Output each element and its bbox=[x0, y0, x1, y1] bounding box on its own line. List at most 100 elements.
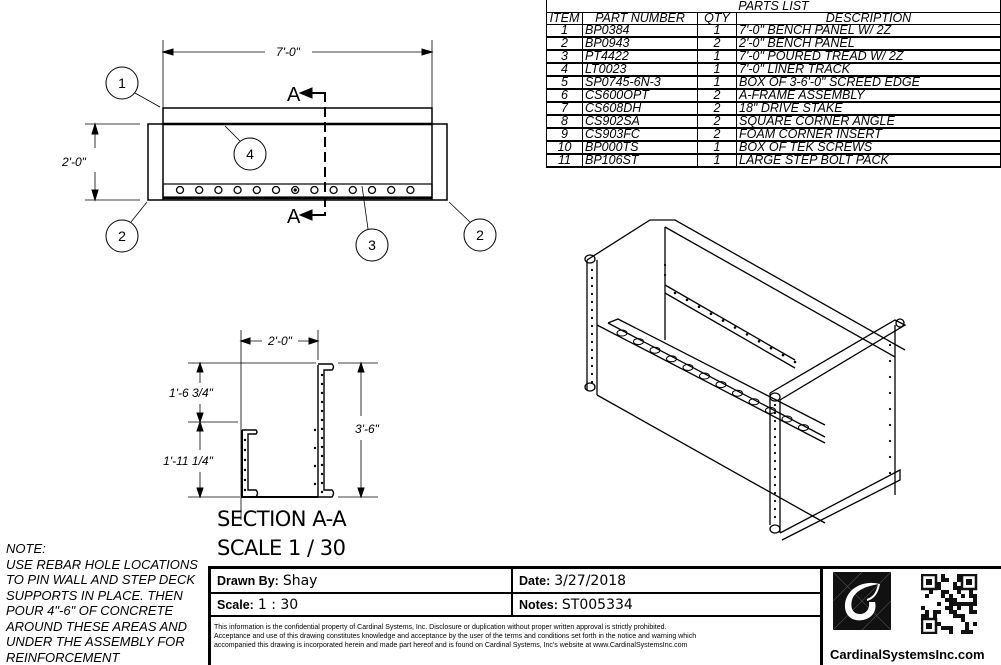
step-top-edge bbox=[596, 324, 826, 444]
qr-module bbox=[937, 610, 941, 614]
screw-dot bbox=[773, 483, 777, 487]
screw-dot bbox=[320, 472, 324, 476]
qr-module bbox=[969, 606, 973, 610]
qr-module bbox=[945, 598, 949, 602]
screw-dot bbox=[773, 507, 777, 511]
qr-module bbox=[961, 630, 965, 634]
leader-line bbox=[134, 92, 161, 108]
drawn-by-cell: Drawn By: Shay bbox=[211, 569, 513, 594]
tread-rebar-hole bbox=[732, 389, 743, 397]
qty-cell: 2 bbox=[697, 101, 737, 116]
qr-module bbox=[969, 610, 973, 614]
qr-finder-center bbox=[966, 579, 972, 585]
confidentiality-disclaimer: This information is the confidential pro… bbox=[214, 623, 814, 650]
screw-dot bbox=[313, 446, 317, 450]
screw-dot bbox=[773, 491, 777, 495]
qr-module bbox=[957, 574, 961, 578]
qr-module bbox=[953, 598, 957, 602]
width-dimension-label: 7'-0" bbox=[276, 45, 301, 59]
depth-dimension-label: 2'-0" bbox=[61, 155, 87, 169]
qr-module bbox=[933, 610, 937, 614]
leader-line bbox=[224, 125, 241, 142]
arrowhead bbox=[196, 420, 204, 432]
qr-module bbox=[961, 602, 965, 606]
arrowhead bbox=[421, 48, 434, 56]
qr-finder bbox=[921, 574, 938, 591]
balloon-3 bbox=[355, 228, 389, 262]
qr-module bbox=[961, 618, 965, 622]
description-cell: SQUARE CORNER ANGLE bbox=[736, 114, 1001, 129]
qr-module bbox=[949, 594, 953, 598]
qr-module bbox=[969, 630, 973, 634]
qr-module bbox=[937, 586, 941, 590]
liner-track-bolt bbox=[733, 326, 737, 329]
qr-module bbox=[945, 626, 949, 630]
date-cell: Date: 3/27/2018 bbox=[513, 569, 820, 594]
arrowhead bbox=[196, 412, 204, 424]
screw-dot bbox=[590, 268, 594, 272]
qr-module bbox=[957, 602, 961, 606]
screw-dot bbox=[320, 463, 324, 467]
section-view-drawing: 1'-6 3/4" 1'-11 1/4" 3'-6" 2'-0" bbox=[163, 330, 380, 520]
qr-module bbox=[961, 614, 965, 618]
qr-module bbox=[941, 594, 945, 598]
qr-module bbox=[945, 578, 949, 582]
screw-dot bbox=[773, 475, 777, 479]
screw-dot bbox=[590, 364, 594, 368]
logo-panel bbox=[820, 566, 1001, 665]
screw-dot bbox=[243, 458, 247, 462]
qr-module bbox=[953, 610, 957, 614]
screw-dot bbox=[320, 454, 324, 458]
rebar-hole bbox=[329, 185, 338, 195]
section-scale: SCALE 1 / 30 bbox=[217, 536, 346, 560]
section-width-dimension-label: 2'-0" bbox=[267, 334, 293, 348]
disclaimer-line: accompanied this drawing is incorporated… bbox=[214, 642, 688, 649]
rebar-hole bbox=[252, 185, 261, 195]
liner-track-bolt bbox=[697, 305, 701, 309]
section-arrowhead bbox=[298, 209, 313, 221]
qty-cell: 2 bbox=[697, 36, 737, 51]
screw-dot bbox=[320, 445, 324, 449]
qr-module bbox=[965, 622, 969, 626]
qr-module bbox=[965, 602, 969, 606]
arrowhead bbox=[161, 48, 174, 56]
qr-module bbox=[925, 614, 929, 618]
note-line: TO PIN WALL AND STEP DECK bbox=[6, 572, 196, 587]
screw-dot bbox=[590, 284, 594, 288]
screw-dot bbox=[243, 448, 247, 452]
qr-module bbox=[957, 578, 961, 582]
qr-module bbox=[921, 606, 925, 610]
qr-module bbox=[949, 602, 953, 606]
qr-module bbox=[945, 590, 949, 594]
screw-dot bbox=[663, 273, 667, 277]
tread-rebar-hole bbox=[616, 329, 628, 337]
screw-dot bbox=[320, 436, 324, 440]
qr-module bbox=[921, 614, 925, 618]
screw-dot bbox=[243, 478, 247, 482]
screw-dot bbox=[313, 428, 317, 432]
screw-dot bbox=[888, 423, 892, 427]
screw-dot bbox=[888, 407, 892, 411]
header-part-number: PART NUMBER bbox=[582, 12, 698, 25]
note-line: AROUND THESE AREAS AND bbox=[6, 618, 188, 634]
scale-cell: Scale: 1 : 30 bbox=[211, 594, 513, 617]
rebar-hole bbox=[406, 185, 415, 195]
right-end-top bbox=[769, 319, 907, 401]
balloon-3-label: 3 bbox=[368, 237, 376, 253]
part-number-cell: CS903FC bbox=[582, 127, 698, 142]
description-cell: 7'-0" POURED TREAD W/ 2Z bbox=[736, 49, 1001, 64]
item-cell: 8 bbox=[546, 114, 583, 129]
screw-dot bbox=[773, 459, 777, 463]
qr-module bbox=[937, 602, 941, 606]
arrowhead bbox=[357, 361, 365, 373]
qr-module bbox=[949, 598, 953, 602]
description-cell: LARGE STEP BOLT PACK bbox=[736, 153, 1001, 168]
isometric-view-drawing bbox=[584, 219, 907, 541]
rebar-hole bbox=[175, 185, 185, 195]
company-website[interactable]: CardinalSystemsInc.com bbox=[830, 647, 985, 662]
qr-module bbox=[953, 602, 957, 606]
step-bottom-edge bbox=[596, 394, 826, 524]
qr-module bbox=[973, 610, 977, 614]
